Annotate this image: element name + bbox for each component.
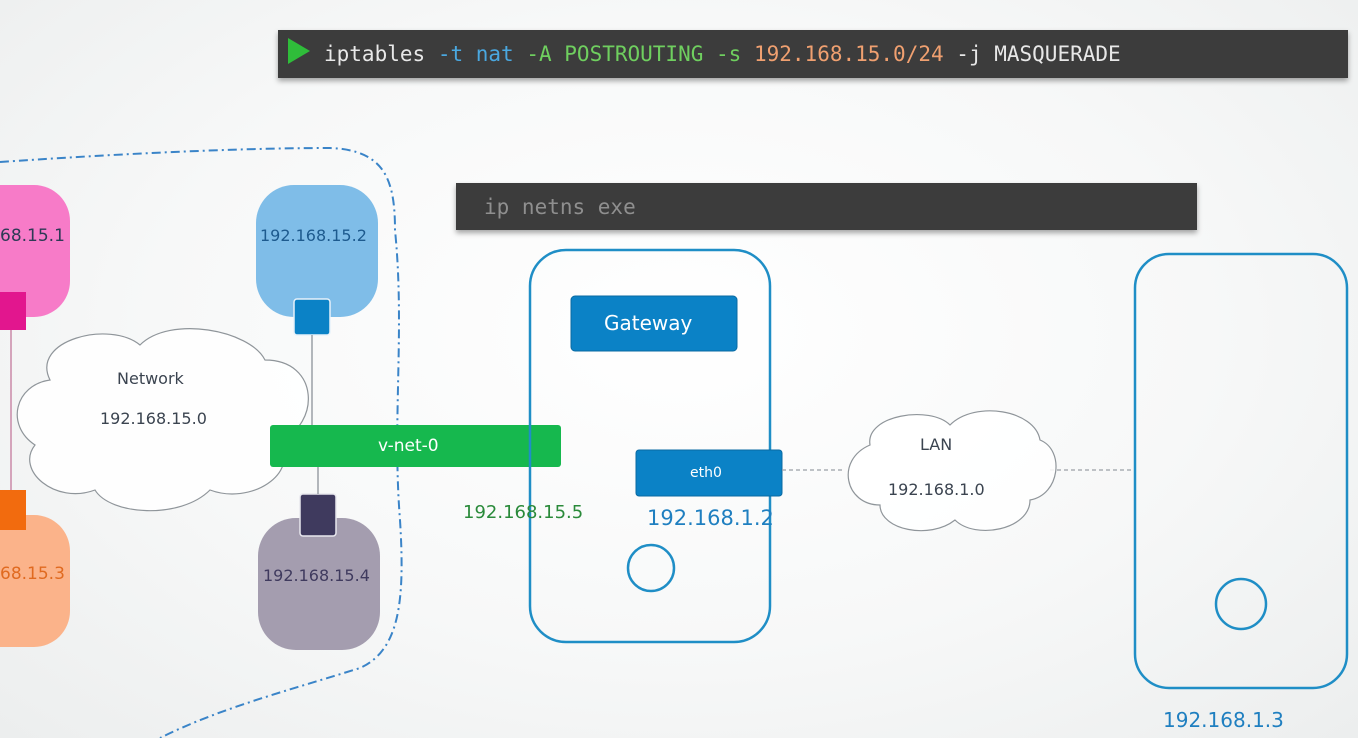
- v-net-0-bridge: [270, 425, 561, 467]
- namespace-ns2: [256, 185, 378, 317]
- command-token: -A POSTROUTING: [526, 42, 704, 66]
- ns2-ip-label: 192.168.15.2: [260, 226, 367, 245]
- command-token: 192.168.15.0/24: [753, 42, 944, 66]
- gateway-host: [528, 248, 772, 644]
- ns4-ip-label: 192.168.15.4: [263, 566, 370, 585]
- network-ip: 192.168.15.0: [100, 409, 207, 428]
- command-text: ip netns exe: [484, 194, 636, 219]
- ns3-interface: [0, 490, 26, 530]
- play-icon: [288, 38, 310, 64]
- eth0-label: eth0: [690, 465, 722, 481]
- remote-host-button: [1214, 577, 1268, 631]
- command-token: -t: [437, 42, 464, 66]
- command-token: -s: [716, 42, 742, 66]
- ns1-ip-label: 68.15.1: [0, 226, 65, 246]
- gateway-label: Gateway: [604, 311, 693, 335]
- lan-title: LAN: [920, 435, 953, 454]
- eth0-interface: [635, 449, 783, 497]
- command-token: iptables: [324, 42, 426, 66]
- lan-ip: 192.168.1.0: [888, 480, 985, 499]
- bridge-label: v-net-0: [378, 436, 439, 456]
- ns2-interface: [293, 298, 331, 336]
- command-token: nat: [475, 42, 514, 66]
- bridge-ip-label: 192.168.15.5: [463, 502, 584, 523]
- ns4-interface: [299, 493, 337, 537]
- command-token: -j MASQUERADE: [956, 42, 1121, 66]
- namespace-ns4: [258, 518, 380, 650]
- netns-command-terminal: ip netns exe: [456, 183, 1197, 230]
- remote-host: [1133, 252, 1349, 690]
- gateway-router: [570, 295, 738, 352]
- remote-host-ip-label: 192.168.1.3: [1163, 708, 1284, 732]
- namespace-ns3: [0, 515, 70, 647]
- ns1-interface: [0, 292, 26, 330]
- network-title: Network: [117, 369, 184, 388]
- gateway-button: [626, 543, 676, 593]
- gateway-ip-label: 192.168.1.2: [647, 506, 774, 530]
- namespace-ns1: [0, 185, 70, 317]
- network-cloud: [16, 328, 309, 512]
- ns3-ip-label: 68.15.3: [0, 564, 65, 584]
- iptables-command-terminal: iptables -t nat -A POSTROUTING -s 192.16…: [278, 30, 1348, 78]
- lan-cloud: [847, 410, 1057, 532]
